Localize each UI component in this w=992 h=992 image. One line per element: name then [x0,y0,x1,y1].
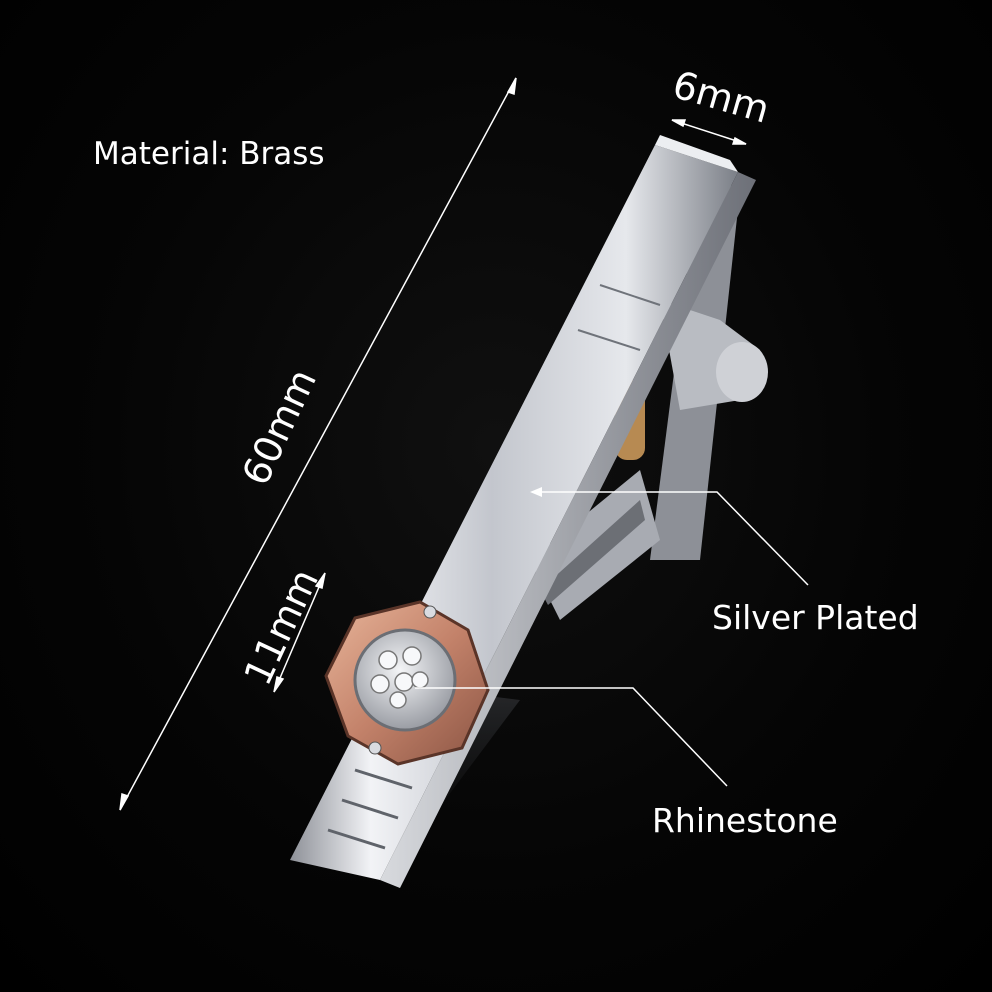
length-arrow-top [506,77,517,96]
callout-lines [415,487,809,787]
badge-arrow-top [314,572,326,589]
silver-plated-leader [535,491,809,586]
rhinestone-leader [415,687,728,787]
length-dimension-line [119,77,517,811]
silver-plated-arrow [530,487,542,497]
rhinestone-cluster [370,646,429,709]
width-arrow-right [731,136,747,145]
width-arrow-left [671,119,687,128]
silver-plated-label: Silver Plated [712,598,919,637]
dimension-lines [119,77,747,811]
rhinestone-label: Rhinestone [652,801,838,840]
material-label: Material: Brass [93,136,325,172]
badge-arrow-bottom [273,676,285,693]
badge-dimension-line [273,572,326,693]
length-arrow-bottom [119,792,130,811]
